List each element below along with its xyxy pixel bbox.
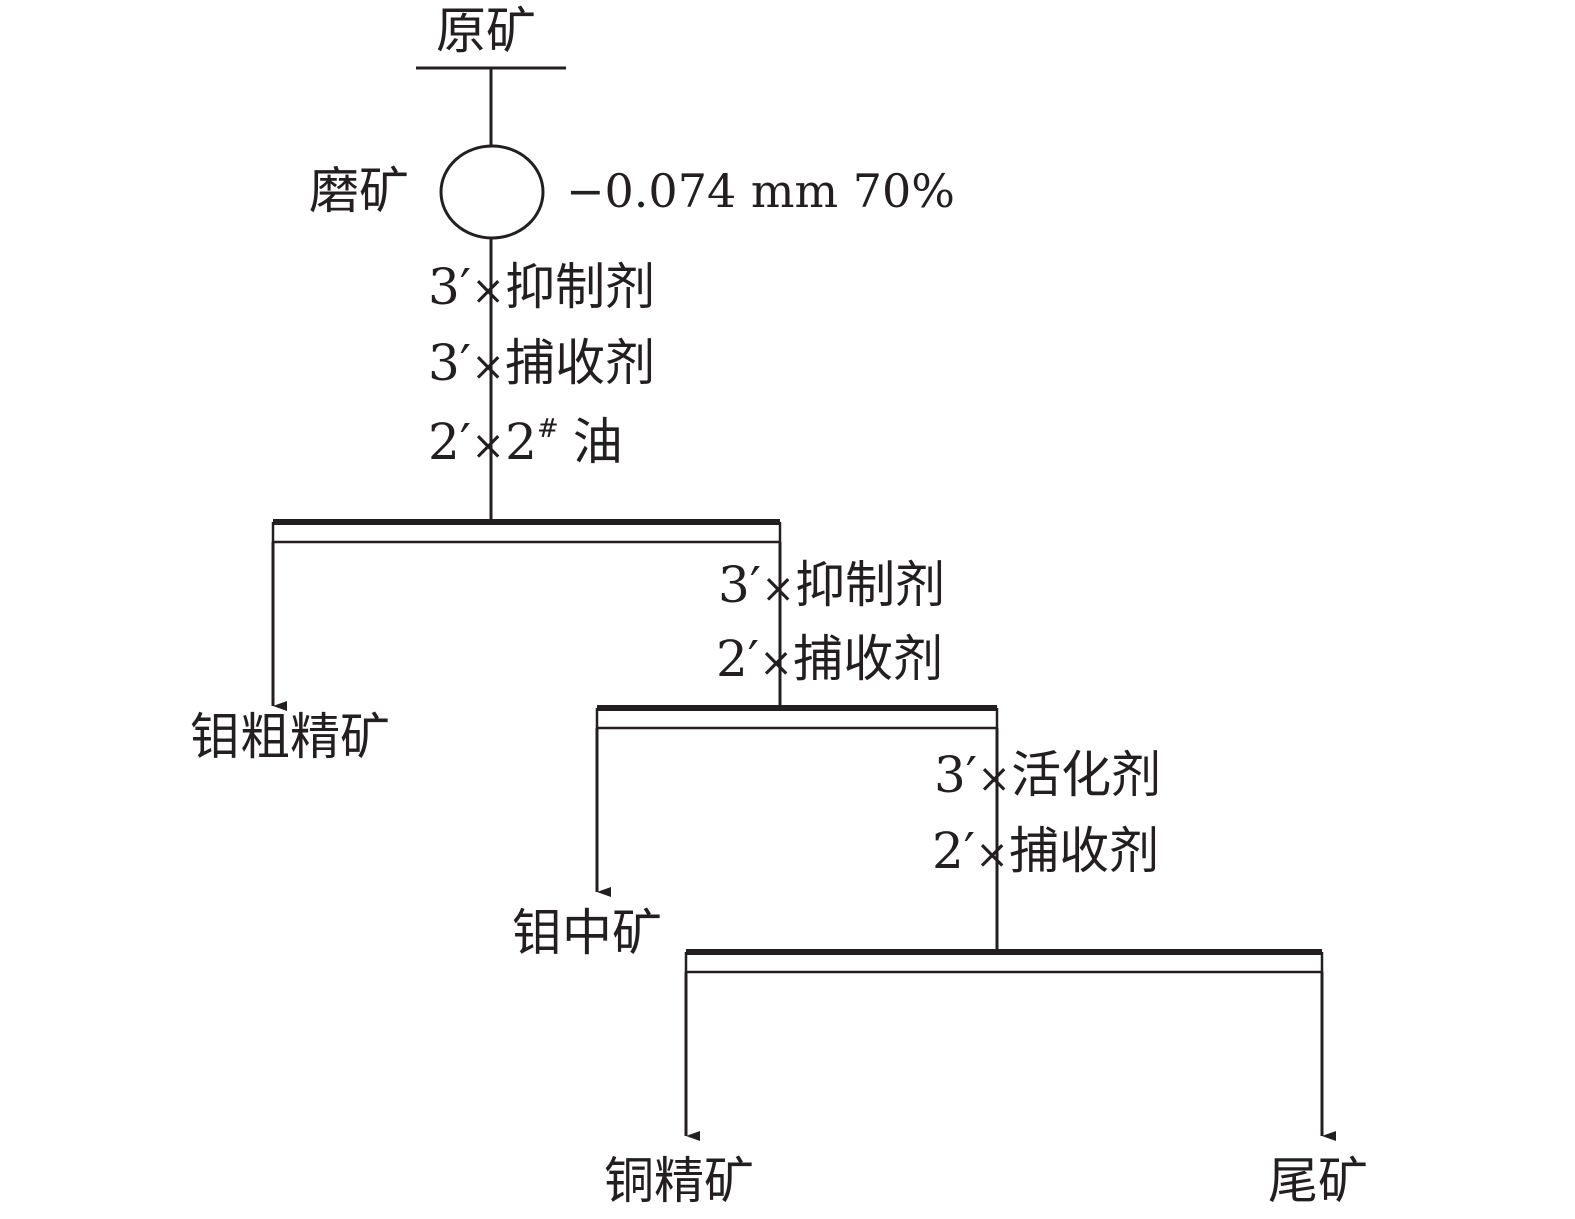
- rougher-reagent-1: 3′×抑制剂: [428, 262, 655, 312]
- molybdenum-rougher-concentrate-label: 钼粗精矿: [190, 708, 390, 766]
- rougher-reagent-3: 2′×2#油: [428, 416, 623, 467]
- copper-reagent-2: 2′×捕收剂: [932, 826, 1159, 876]
- times-sign: ×: [471, 423, 505, 469]
- times-sign: ×: [761, 566, 795, 612]
- rougher-reagent-2: 3′×捕收剂: [428, 338, 655, 388]
- copper-concentrate-label: 铜精矿: [604, 1152, 754, 1210]
- reagent-name: 捕收剂: [1009, 822, 1160, 880]
- reagent-suffix: 油: [572, 413, 623, 471]
- reagent-time: 3′: [428, 334, 472, 392]
- reagent-time: 3′: [428, 258, 472, 316]
- grinding-fineness-label: −0.074 mm 70%: [566, 164, 955, 218]
- reagent-name: 抑制剂: [795, 556, 946, 614]
- times-sign: ×: [759, 640, 793, 686]
- times-sign: ×: [471, 344, 505, 390]
- reagent-name: 捕收剂: [505, 334, 656, 392]
- reagent-time: 2′: [716, 630, 760, 688]
- feed-label: 原矿: [436, 2, 536, 60]
- grinding-mill-circle: [439, 144, 545, 240]
- times-sign: ×: [471, 268, 505, 314]
- reagent-name: 活化剂: [1011, 746, 1162, 804]
- times-sign: ×: [975, 832, 1009, 878]
- reagent-name: 抑制剂: [505, 258, 656, 316]
- reagent-superscript: #: [536, 414, 559, 444]
- reagent-name: 2: [505, 413, 537, 471]
- grinding-label: 磨矿: [309, 162, 409, 220]
- tailings-label: 尾矿: [1268, 1152, 1368, 1210]
- scavenger-reagent-2: 2′×捕收剂: [716, 634, 943, 684]
- reagent-time: 3′: [718, 556, 762, 614]
- reagent-time: 2′: [428, 413, 472, 471]
- copper-reagent-1: 3′×活化剂: [934, 750, 1161, 800]
- molybdenum-middling-label: 钼中矿: [512, 904, 662, 962]
- reagent-time: 2′: [932, 822, 976, 880]
- reagent-time: 3′: [934, 746, 978, 804]
- scavenger-reagent-1: 3′×抑制剂: [718, 560, 945, 610]
- reagent-name: 捕收剂: [793, 630, 944, 688]
- times-sign: ×: [977, 756, 1011, 802]
